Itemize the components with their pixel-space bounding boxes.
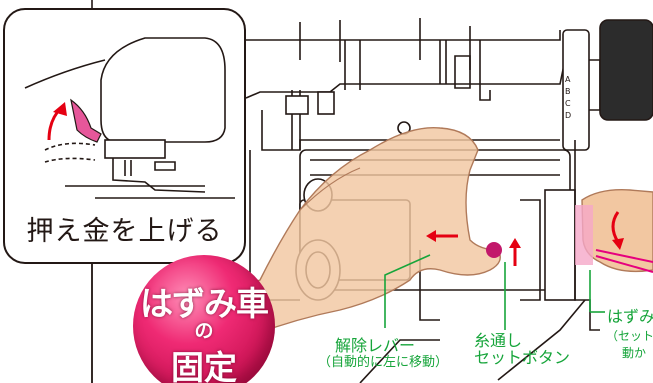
- release-lever-note: （自動的に左に移動）: [318, 355, 449, 370]
- handwheel-note-line2: 動か: [622, 346, 647, 360]
- dial-marks: A B C D: [565, 74, 571, 122]
- threading-set-button-line2: セットボタン: [474, 348, 571, 367]
- badge-subtitle: 固定: [171, 348, 237, 383]
- dial-mark-c: C: [565, 99, 571, 108]
- release-lever-label: 解除レバー: [335, 336, 416, 355]
- badge-particle: の: [194, 320, 214, 342]
- handwheel-note-line1: （セット: [606, 329, 653, 343]
- callout-caption: 押え金を上げる: [26, 216, 223, 247]
- dial-mark-b: B: [565, 87, 571, 96]
- badge-title: はずみ車: [140, 284, 269, 323]
- presser-foot-illustration: [24, 37, 235, 199]
- dial-mark-a: A: [565, 75, 571, 84]
- dial-mark-d: D: [565, 111, 572, 120]
- handwheel-lock-badge: はずみ車 の 固定: [133, 255, 275, 383]
- presser-foot-callout: 押え金を上げる: [3, 8, 246, 264]
- threading-set-button-label: 糸通し セットボタン: [474, 332, 570, 366]
- threading-set-button-line1: 糸通し: [474, 331, 523, 350]
- handwheel-label: はずみ: [607, 307, 653, 326]
- handwheel-note: （セット 動か: [606, 328, 653, 362]
